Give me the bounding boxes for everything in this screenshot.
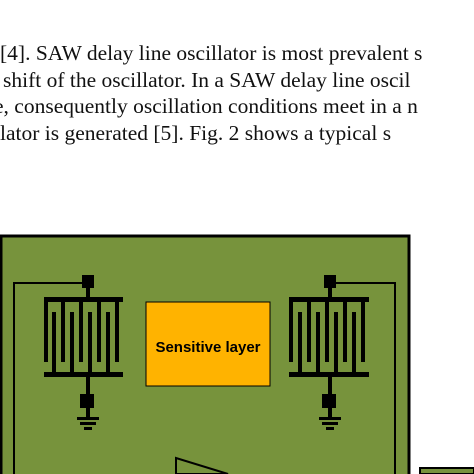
right-partial-block xyxy=(419,467,474,474)
paragraph-line-3: e, consequently oscillation conditions m… xyxy=(0,94,418,118)
left-feed-wire xyxy=(13,282,86,474)
sensitive-layer-label: Sensitive layer xyxy=(155,339,260,356)
left-idt xyxy=(44,275,123,430)
paragraph-line-1: [4]. SAW delay line oscillator is most p… xyxy=(0,41,423,65)
right-feed-wire xyxy=(330,282,396,474)
sensitive-layer-box xyxy=(145,301,271,387)
paper-paragraph: [4]. SAW delay line oscillator is most p… xyxy=(0,40,474,146)
amplifier-triangle-icon xyxy=(175,456,229,474)
right-idt xyxy=(289,275,369,430)
paragraph-line-4: llator is generated [5]. Fig. 2 shows a … xyxy=(0,120,392,145)
paragraph-line-2: shift of the oscillator. In a SAW delay … xyxy=(3,67,411,92)
